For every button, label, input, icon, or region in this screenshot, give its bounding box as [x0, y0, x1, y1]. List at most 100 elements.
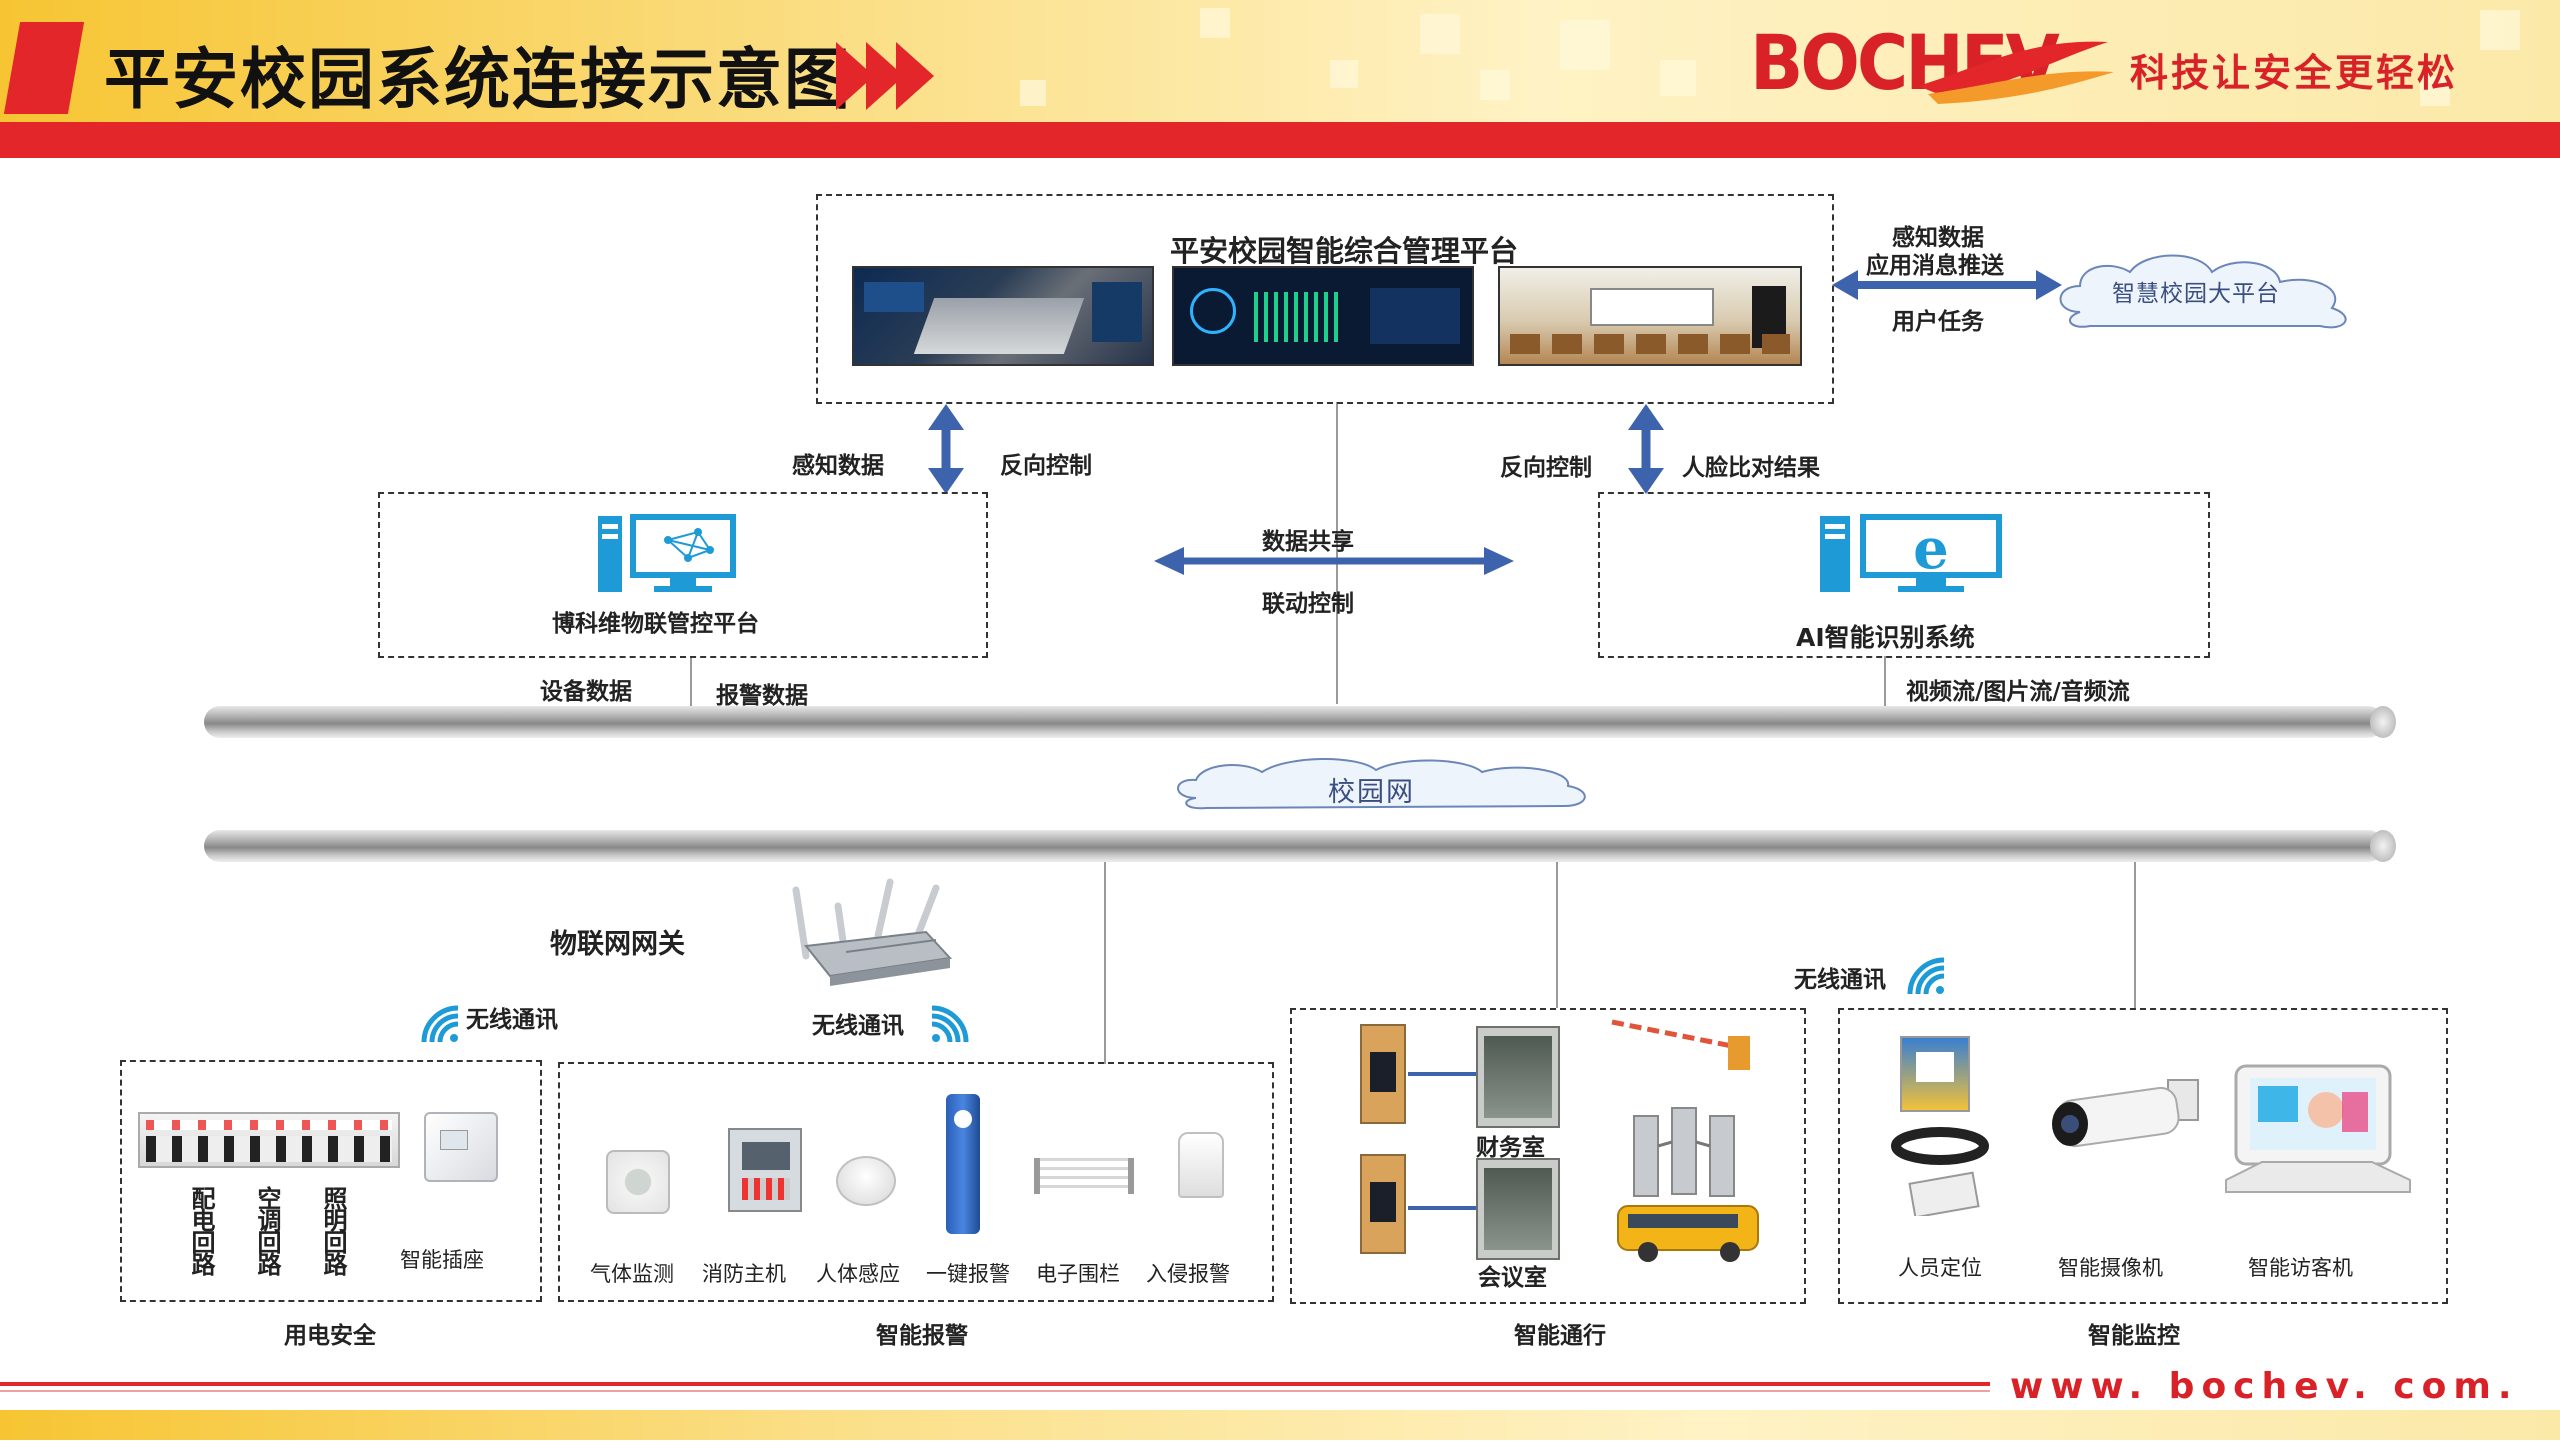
iot-platform-box — [378, 492, 988, 658]
svg-text:e: e — [1913, 516, 1949, 582]
iot-gateway-icon — [792, 878, 953, 986]
visitor-terminal-icon — [2225, 1064, 2411, 1193]
wifi-icon-left — [421, 1005, 459, 1043]
alarm-data-label: 报警数据 — [716, 683, 808, 709]
header-red-bar — [0, 122, 2560, 158]
wireless-right-label: 无线通讯 — [1794, 967, 1886, 993]
alarm-item-fire: 消防主机 — [702, 1262, 786, 1286]
monitor-item-visitor: 智能访客机 — [2248, 1256, 2353, 1280]
left-arrow-up-label: 感知数据 — [792, 453, 884, 479]
access-link-line — [1556, 862, 1558, 1008]
finance-room-door-icon — [1476, 1026, 1560, 1128]
monitor-item-camera: 智能摄像机 — [2058, 1256, 2163, 1280]
lower-pipe-end — [2370, 830, 2396, 862]
meeting-link-line — [1408, 1206, 1476, 1210]
aircon-circuit-label: 空调回路 — [253, 1186, 281, 1274]
meeting-room-label: 会议室 — [1478, 1265, 1547, 1291]
upper-pipe-end — [2370, 706, 2396, 738]
fire-panel-icon — [728, 1128, 802, 1212]
smart-socket-icon — [424, 1112, 498, 1182]
iot-platform-title: 博科维物联管控平台 — [552, 611, 759, 637]
monitor-link-line — [2134, 862, 2136, 1008]
footer-line-thin — [0, 1390, 1990, 1392]
platform-screenshot-dashboard — [1172, 266, 1474, 366]
campus-network-cloud-icon — [1177, 758, 1586, 810]
upper-network-pipe — [204, 706, 2384, 738]
gas-detector-icon — [606, 1150, 670, 1214]
electronic-fence-icon — [1034, 1158, 1134, 1194]
linkage-control-label: 联动控制 — [1262, 591, 1354, 617]
personnel-tag-card-icon — [1900, 1036, 1970, 1112]
right-vertical-arrow-icon — [1628, 404, 1664, 494]
wireless-mid-label: 无线通讯 — [812, 1013, 904, 1039]
platform-title: 平安校园智能综合管理平台 — [1170, 234, 1519, 268]
brand-slogan: 科技让安全更轻松 — [2130, 51, 2459, 95]
campus-network-label: 校园网 — [1328, 777, 1415, 808]
intrusion-detector-icon — [1178, 1132, 1224, 1198]
platform-label-perception: 感知数据 — [1892, 225, 1984, 251]
stream-types-label: 视频流/图片流/音频流 — [1906, 679, 2130, 705]
monitor-item-location: 人员定位 — [1898, 1256, 1982, 1280]
lower-network-pipe — [204, 830, 2384, 862]
smart-camera-icon — [2052, 1079, 2199, 1148]
gateway-title: 物联网网关 — [550, 929, 685, 960]
alarm-item-intrusion: 入侵报警 — [1146, 1262, 1230, 1286]
left-arrow-down-label: 反向控制 — [1000, 453, 1092, 479]
device-data-label: 设备数据 — [540, 679, 632, 705]
smart-access-box — [1290, 1008, 1806, 1304]
ai-system-title: AI智能识别系统 — [1796, 623, 1975, 652]
platform-screenshot-classroom3d — [852, 266, 1154, 366]
wifi-icon-mid — [931, 1005, 969, 1043]
smart-campus-cloud-label: 智慧校园大平台 — [2112, 281, 2280, 307]
wristband-badge-icon — [1891, 1127, 1989, 1216]
emergency-button-icon — [946, 1094, 980, 1234]
header-banner — [0, 0, 2560, 122]
right-arrow-up-label: 反向控制 — [1500, 455, 1592, 481]
platform-label-tasks: 用户任务 — [1892, 309, 1984, 335]
right-arrow-down-label: 人脸比对结果 — [1682, 455, 1820, 481]
meeting-room-door-icon — [1476, 1158, 1560, 1260]
body-sensor-icon — [836, 1156, 896, 1206]
power-safety-box — [120, 1060, 542, 1302]
footer-banner — [0, 1410, 2560, 1440]
breaker-panel-icon — [138, 1112, 400, 1168]
middle-horizontal-arrow-icon — [1154, 547, 1514, 575]
platform-screenshot-classroom — [1498, 266, 1802, 366]
lighting-circuit-label: 照明回路 — [319, 1186, 347, 1274]
smart-access-caption: 智能通行 — [1514, 1323, 1606, 1349]
smart-socket-label: 智能插座 — [400, 1248, 484, 1272]
platform-label-push: 应用消息推送 — [1866, 253, 2004, 279]
smart-campus-cloud-icon — [2059, 254, 2347, 329]
wifi-icon-right — [1907, 957, 1945, 995]
alarm-item-emergency: 一键报警 — [926, 1262, 1010, 1286]
monitor-browser-icon: e — [1820, 514, 2002, 592]
barrier-turnstile-icon — [1611, 1019, 1750, 1197]
finance-link-line — [1408, 1072, 1476, 1076]
door-panel-meeting-icon — [1360, 1154, 1406, 1254]
wireless-left-label: 无线通讯 — [466, 1007, 558, 1033]
iot-data-line — [690, 656, 692, 706]
alarm-item-gas: 气体监测 — [590, 1262, 674, 1286]
smart-monitor-caption: 智能监控 — [2088, 1323, 2180, 1349]
logo-flame-icon — [1918, 41, 2114, 104]
door-panel-finance-icon — [1360, 1024, 1406, 1124]
platform-cloud-arrow-icon — [1832, 270, 2062, 300]
school-bus-icon — [1617, 1205, 1759, 1262]
finance-room-label: 财务室 — [1476, 1135, 1545, 1161]
left-vertical-arrow-icon — [928, 404, 964, 494]
smart-alarm-box — [558, 1062, 1274, 1302]
alarm-item-fence: 电子围栏 — [1036, 1262, 1120, 1286]
data-sharing-label: 数据共享 — [1262, 529, 1354, 555]
page-title: 平安校园系统连接示意图 — [104, 41, 852, 118]
power-safety-caption: 用电安全 — [284, 1323, 376, 1349]
power-circuit-label: 配电回路 — [187, 1186, 215, 1274]
alarm-item-body: 人体感应 — [816, 1262, 900, 1286]
footer-line — [0, 1382, 1990, 1386]
ai-stream-line — [1884, 656, 1886, 706]
platform-box — [816, 194, 1834, 404]
monitor-network-icon — [598, 514, 736, 592]
smart-monitor-box — [1838, 1008, 2448, 1304]
alarm-link-line — [1104, 862, 1106, 1064]
ai-system-box — [1598, 492, 2210, 658]
center-link-line — [1336, 402, 1338, 704]
